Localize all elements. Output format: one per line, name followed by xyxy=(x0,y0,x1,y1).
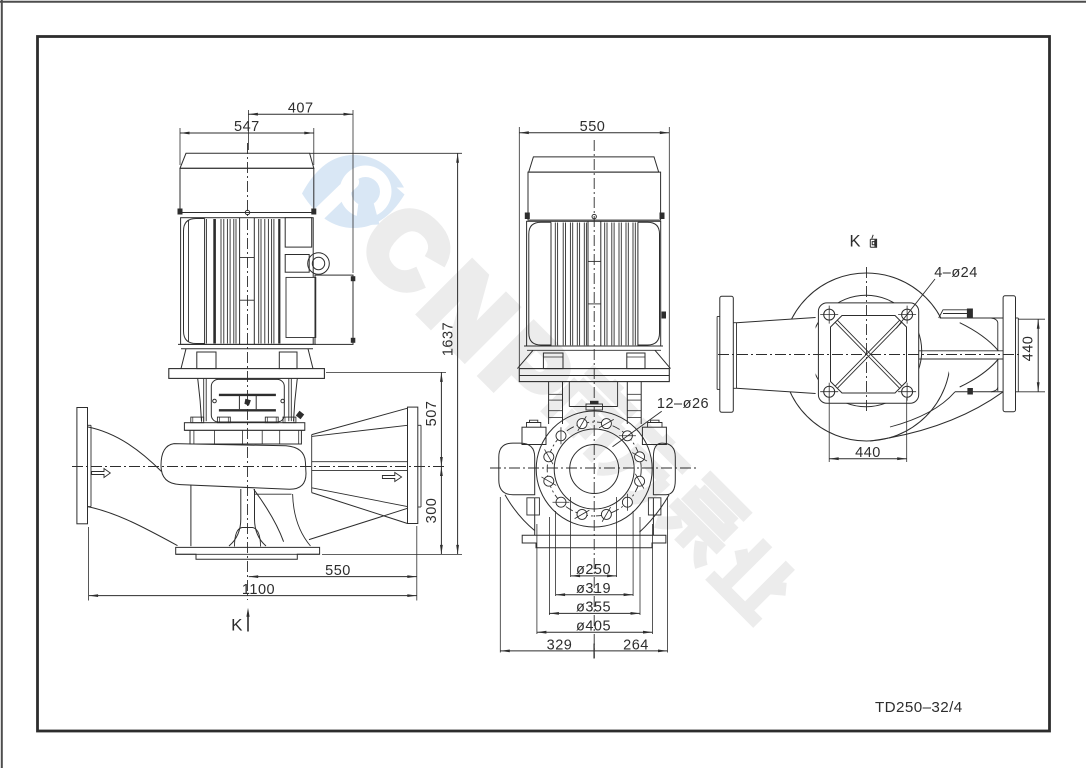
svg-text:4–ø24: 4–ø24 xyxy=(934,265,978,281)
svg-text:550: 550 xyxy=(580,119,606,135)
svg-text:407: 407 xyxy=(288,100,314,116)
svg-text:507: 507 xyxy=(424,401,440,427)
svg-text:1637: 1637 xyxy=(441,322,457,356)
svg-text:12–ø26: 12–ø26 xyxy=(657,396,709,412)
svg-text:300: 300 xyxy=(424,498,440,524)
svg-text:ø405: ø405 xyxy=(576,618,611,634)
svg-text:ø355: ø355 xyxy=(576,600,611,616)
svg-text:550: 550 xyxy=(325,563,351,579)
svg-text:ø250: ø250 xyxy=(576,562,611,578)
svg-text:329: 329 xyxy=(547,637,573,653)
svg-text:440: 440 xyxy=(1021,336,1037,362)
svg-text:K: K xyxy=(849,233,860,251)
svg-text:440: 440 xyxy=(855,445,881,461)
svg-text:ø319: ø319 xyxy=(576,581,611,597)
svg-text:TD250–32/4: TD250–32/4 xyxy=(875,699,963,716)
svg-text:K: K xyxy=(231,616,243,635)
svg-text:264: 264 xyxy=(623,637,649,653)
svg-text:1100: 1100 xyxy=(242,582,275,598)
svg-text:547: 547 xyxy=(234,119,260,135)
